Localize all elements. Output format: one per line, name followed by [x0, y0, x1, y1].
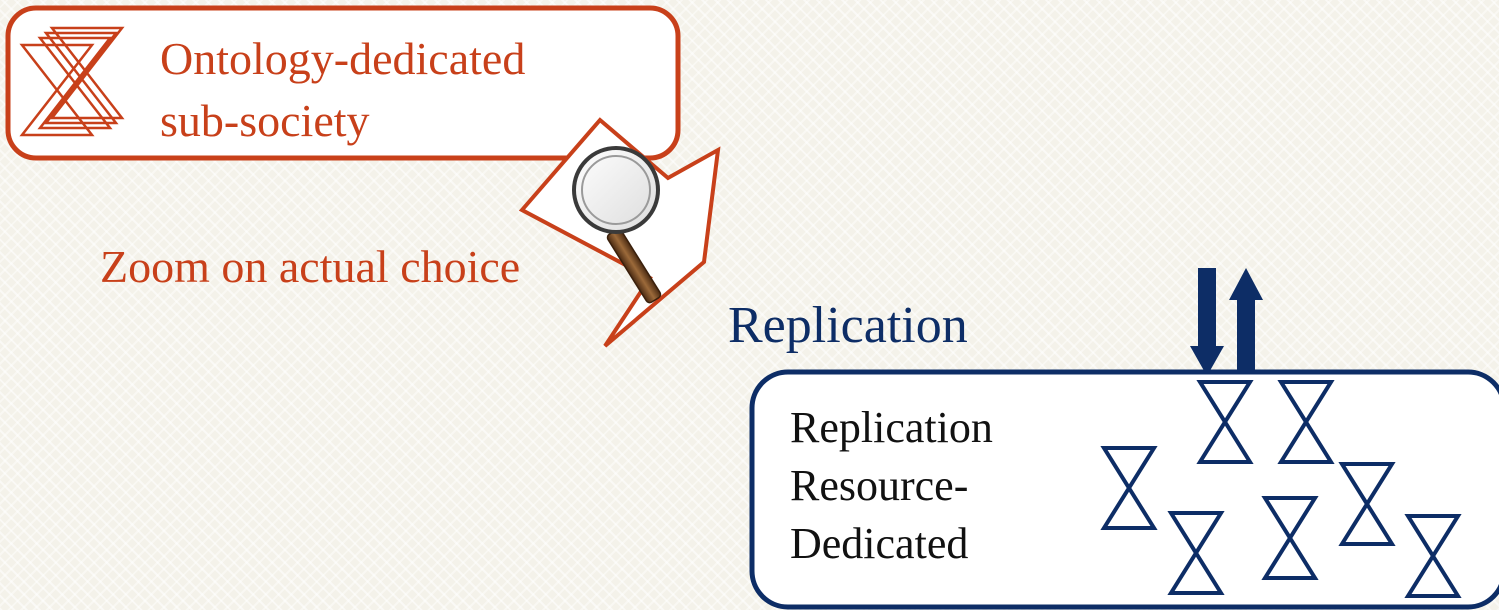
- replication-title: Replication: [728, 297, 968, 354]
- replication-box-line2: Resource-: [790, 461, 968, 510]
- hourglass-icon: [1277, 380, 1335, 464]
- hourglass-icon: [1338, 462, 1396, 546]
- zoom-label: Zoom on actual choice: [100, 241, 520, 292]
- ontology-subsociety-box: Ontology-dedicated sub-society: [5, 5, 681, 161]
- hourglass-icon: [1167, 511, 1225, 595]
- magnifying-glass-icon: [572, 146, 662, 304]
- hourglass-icon: [1261, 496, 1319, 580]
- replication-box: Replication Resource- Dedicated: [749, 369, 1499, 610]
- replication-box-line3: Dedicated: [790, 519, 968, 568]
- ontology-box-line2: sub-society: [160, 95, 370, 146]
- stacked-hourglass-icon: [19, 26, 125, 137]
- replication-box-line1: Replication: [790, 403, 993, 452]
- ontology-box-line1: Ontology-dedicated: [160, 33, 525, 84]
- hourglass-icon: [1196, 380, 1254, 464]
- hourglass-icon: [1404, 514, 1462, 598]
- hourglass-icon: [1100, 446, 1158, 530]
- zoom-arrow: [518, 117, 721, 348]
- up-down-arrows-icon: [1190, 268, 1263, 376]
